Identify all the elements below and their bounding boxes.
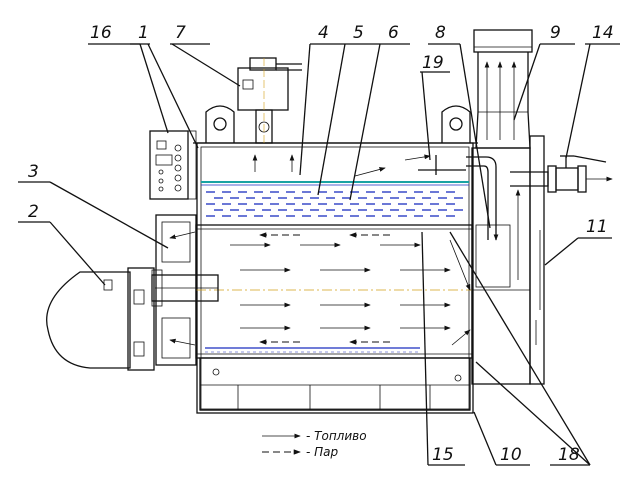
label-18: 18 xyxy=(558,445,580,465)
fuel-arrows xyxy=(169,61,521,346)
legend-steam-label: - Пар xyxy=(306,445,339,459)
rear-chamber xyxy=(471,135,545,385)
steam-arrows xyxy=(252,154,613,241)
label-5: 5 xyxy=(353,23,364,43)
lifting-lugs xyxy=(205,105,471,143)
legend-fuel-label: - Топливо xyxy=(306,429,367,443)
steam-outlet xyxy=(466,155,607,240)
safety-valve xyxy=(237,57,302,144)
label-14: 14 xyxy=(592,23,614,43)
part-numbers: 16 1 7 4 5 6 8 9 14 19 3 2 11 15 10 18 xyxy=(28,23,614,465)
label-10: 10 xyxy=(500,445,522,465)
label-9: 9 xyxy=(550,23,561,43)
legend: - Топливо - Пар xyxy=(262,429,367,459)
level-gauge xyxy=(418,155,466,175)
label-15: 15 xyxy=(432,445,454,465)
control-panel xyxy=(149,130,197,200)
front-plate xyxy=(155,214,197,366)
label-11: 11 xyxy=(586,217,608,237)
chimney xyxy=(473,29,533,149)
label-19: 19 xyxy=(422,53,444,73)
boiler-shell xyxy=(193,142,478,414)
label-8: 8 xyxy=(435,23,446,43)
label-2: 2 xyxy=(28,202,39,222)
label-1: 1 xyxy=(138,23,149,43)
label-6: 6 xyxy=(388,23,399,43)
label-4: 4 xyxy=(318,23,329,43)
leader-lines xyxy=(18,43,620,466)
label-16: 16 xyxy=(90,23,112,43)
burner xyxy=(46,267,219,371)
water-space xyxy=(201,181,469,217)
label-3: 3 xyxy=(28,162,39,182)
label-7: 7 xyxy=(175,23,186,43)
